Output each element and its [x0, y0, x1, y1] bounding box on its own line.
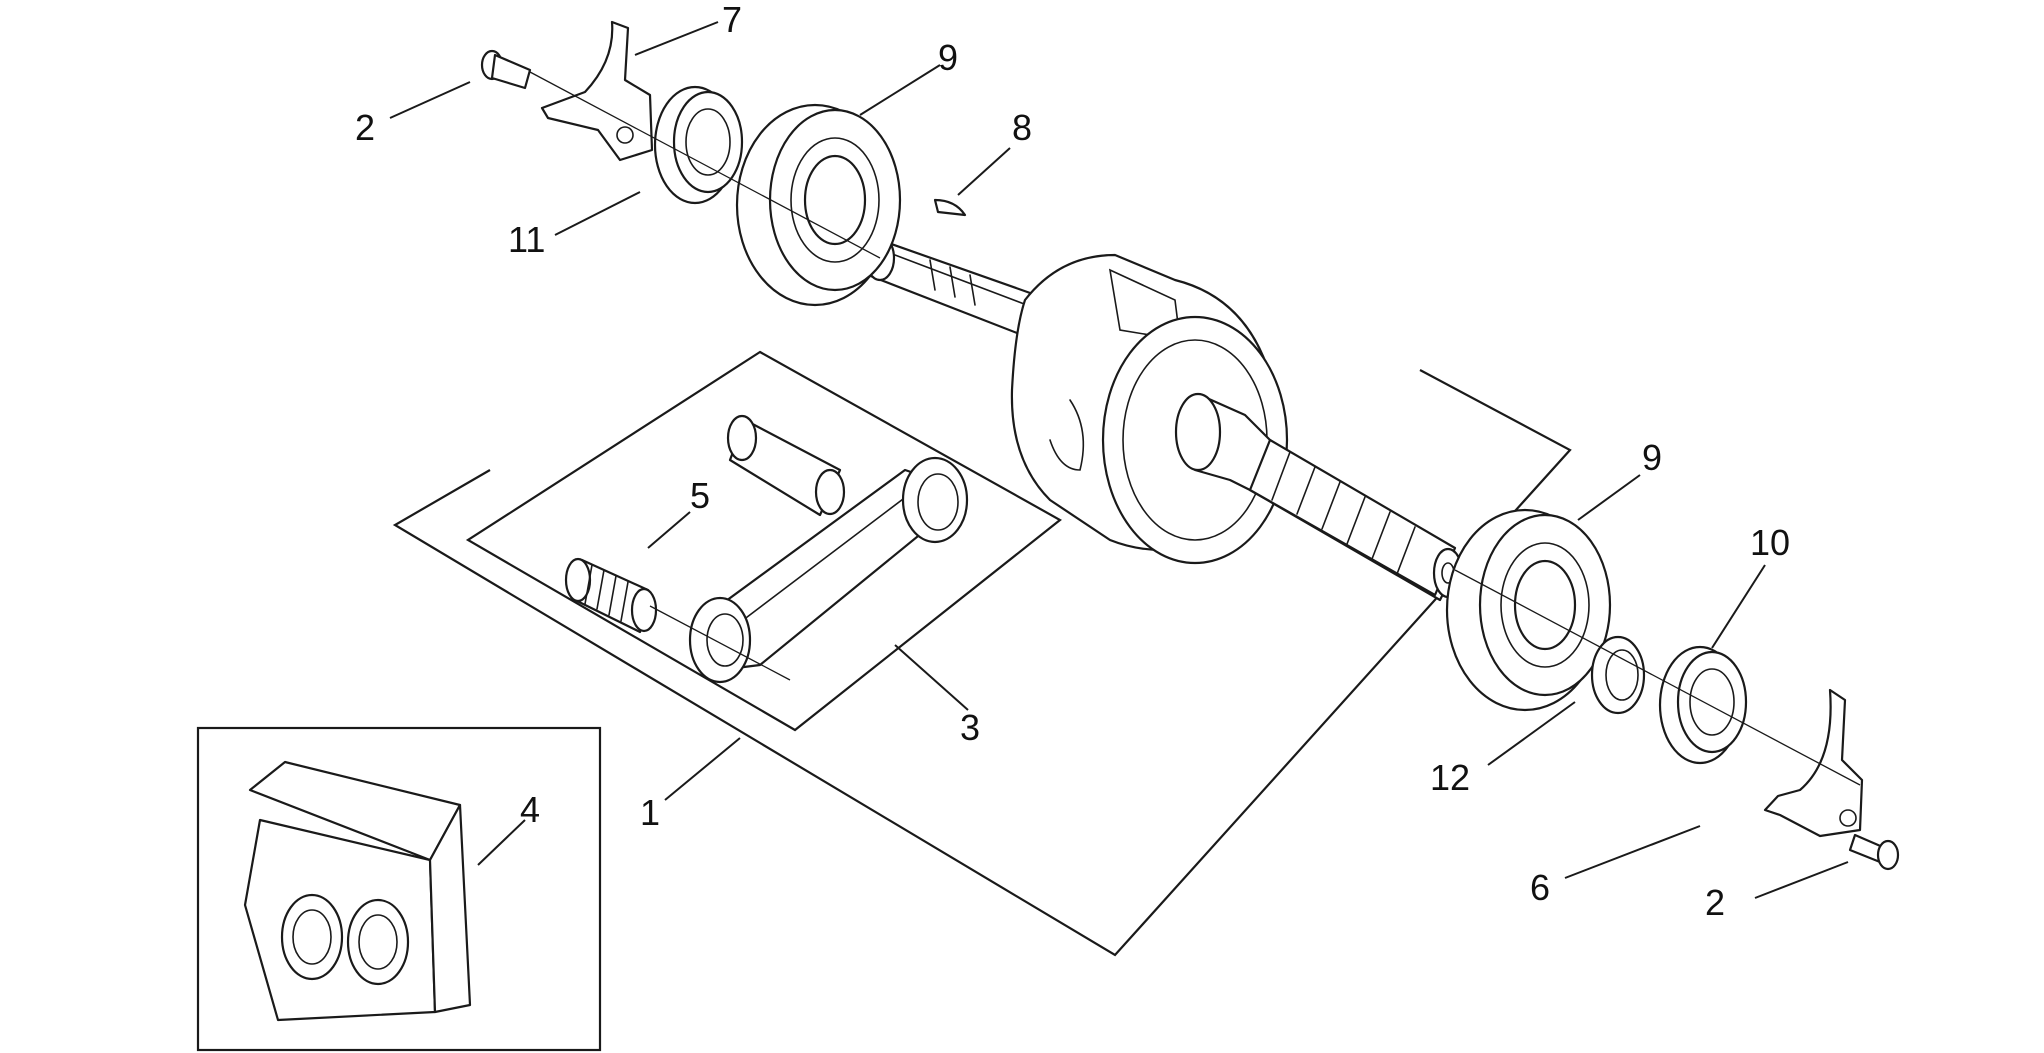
- callout-6: 6: [1530, 867, 1550, 908]
- main-bearing-left: [735, 103, 902, 307]
- group-frame-3: [465, 350, 1062, 732]
- bracket-left: [540, 20, 654, 162]
- group-frame-1: [392, 369, 1572, 957]
- leader-2a: [389, 81, 471, 119]
- leader-11: [554, 191, 641, 236]
- leader-4: [477, 819, 526, 866]
- centre-axis-left: [529, 71, 881, 259]
- leader-1: [664, 737, 741, 801]
- needle-bearing: [564, 557, 658, 634]
- leader-3: [894, 644, 969, 711]
- callout-11: 11: [508, 219, 545, 260]
- conrod-axis: [649, 605, 791, 681]
- callout-2-left: 2: [355, 107, 375, 148]
- main-bearing-right: [1445, 508, 1612, 712]
- callout-3: 3: [960, 707, 980, 748]
- bearing-kit-box: [196, 726, 602, 1052]
- leader-9b: [1577, 474, 1641, 521]
- leader-7: [634, 21, 719, 56]
- callout-5: 5: [690, 475, 710, 516]
- leader-5: [647, 511, 691, 549]
- callout-8: 8: [1012, 107, 1032, 148]
- bearing-kit-pack: [243, 760, 472, 1022]
- bracket-right: [1763, 688, 1864, 838]
- leader-6: [1564, 825, 1701, 879]
- bolt-left: [480, 49, 532, 90]
- bolt-right: [1848, 833, 1900, 871]
- oil-seal-left: [653, 85, 744, 205]
- callout-9-right: 9: [1642, 437, 1662, 478]
- callout-7: 7: [722, 0, 742, 40]
- callout-12: 12: [1430, 757, 1470, 798]
- crankshaft: [864, 234, 1464, 602]
- callout-9-left: 9: [938, 37, 958, 78]
- callout-10: 10: [1750, 522, 1790, 563]
- connecting-rod: [688, 456, 969, 684]
- piston-pin: [726, 414, 846, 517]
- leader-12: [1487, 701, 1576, 766]
- callout-2-right: 2: [1705, 882, 1725, 923]
- spacer-ring: [1590, 635, 1646, 715]
- callout-4: 4: [520, 789, 540, 830]
- leader-8: [957, 147, 1011, 196]
- centre-axis-right: [1454, 569, 1861, 786]
- leader-9a: [859, 64, 941, 116]
- oil-seal-right: [1658, 645, 1748, 765]
- leader-2b: [1754, 861, 1849, 899]
- woodruff-key: [933, 198, 967, 217]
- callout-1: 1: [640, 792, 660, 833]
- leader-10: [1711, 564, 1766, 649]
